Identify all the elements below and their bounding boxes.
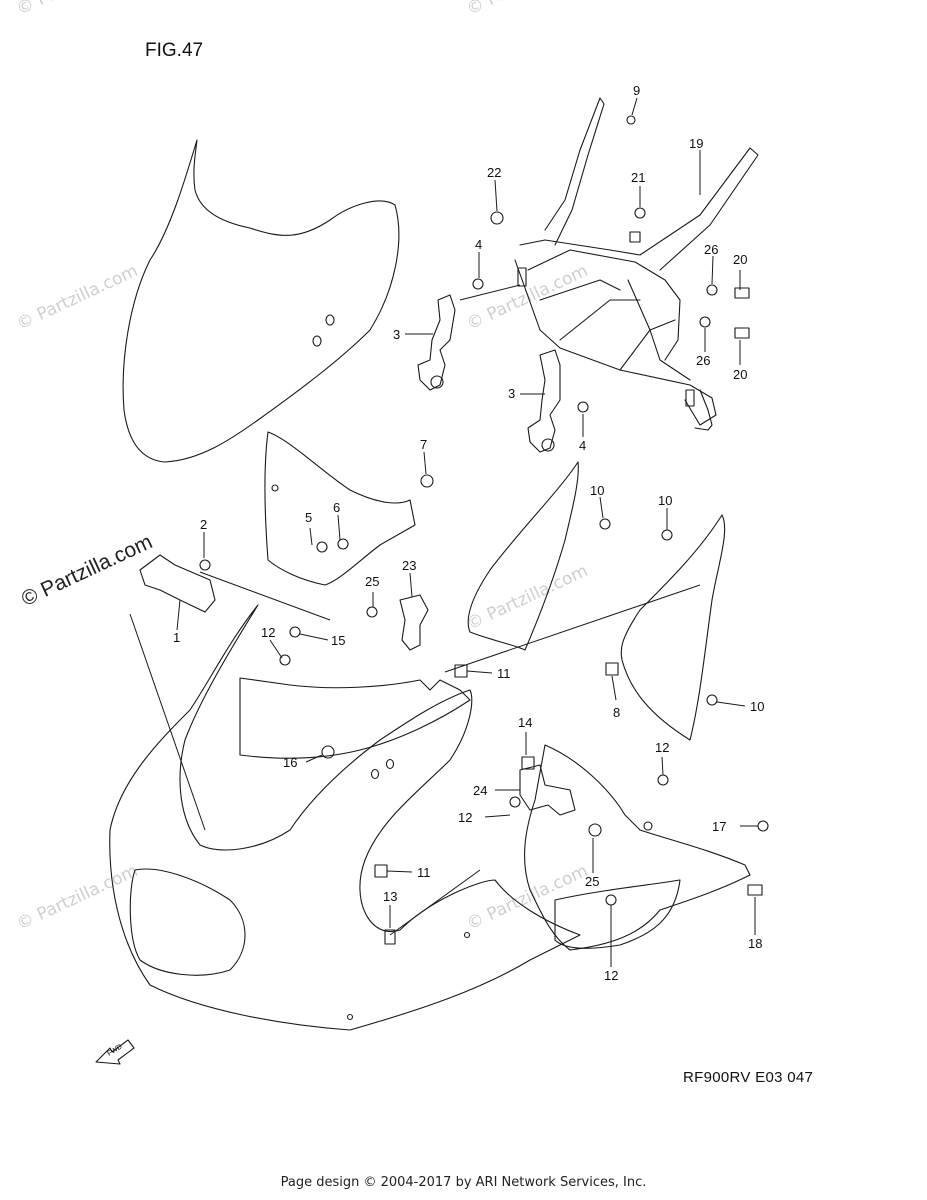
watermark-text: © Partzilla.com xyxy=(14,861,141,935)
callout-19[interactable]: 19 xyxy=(689,136,703,151)
callout-23[interactable]: 23 xyxy=(402,558,416,573)
callout-21[interactable]: 21 xyxy=(631,170,645,185)
callout-10[interactable]: 10 xyxy=(590,483,604,498)
callout-1[interactable]: 1 xyxy=(173,630,180,645)
figure-title: FIG.47 xyxy=(145,40,204,61)
callout-4[interactable]: 4 xyxy=(475,237,482,252)
watermark-text: © Partzilla.com xyxy=(464,261,591,335)
callout-17[interactable]: 17 xyxy=(712,819,726,834)
watermark-text: © Partzilla.com xyxy=(464,0,591,20)
callout-26[interactable]: 26 xyxy=(696,353,710,368)
front-cowling[interactable] xyxy=(109,604,581,1031)
callout-6[interactable]: 6 xyxy=(333,500,340,515)
callout-25[interactable]: 25 xyxy=(365,574,379,589)
callout-3[interactable]: 3 xyxy=(393,327,400,342)
watermark-text: © Partzilla.com xyxy=(464,861,591,935)
cowling-bracket-right[interactable] xyxy=(527,349,561,453)
watermark-text: © Partzilla.com xyxy=(14,261,141,335)
fasteners xyxy=(139,115,769,945)
callout-4[interactable]: 4 xyxy=(579,438,586,453)
callout-24[interactable]: 24 xyxy=(473,783,487,798)
callout-10[interactable]: 10 xyxy=(750,699,764,714)
callout-7[interactable]: 7 xyxy=(420,437,427,452)
page-footer: Page design © 2004-2017 by ARI Network S… xyxy=(280,1175,647,1190)
lower-bracket[interactable] xyxy=(519,764,576,816)
diagram-code: RF900RV E03 047 xyxy=(683,1069,814,1086)
mount-bracket[interactable] xyxy=(399,594,429,651)
watermark-layer: © Partzilla.com © Partzilla.com © Partzi… xyxy=(14,0,591,935)
lower-fairing[interactable] xyxy=(524,744,751,951)
callout-12[interactable]: 12 xyxy=(604,968,618,983)
callout-10[interactable]: 10 xyxy=(658,493,672,508)
leader-lines xyxy=(129,97,758,967)
cowling-bracket-left[interactable] xyxy=(417,294,456,391)
callout-18[interactable]: 18 xyxy=(748,936,762,951)
callout-25[interactable]: 25 xyxy=(585,874,599,889)
bracket-1 xyxy=(139,554,216,613)
callout-13[interactable]: 13 xyxy=(383,889,397,904)
callout-2[interactable]: 2 xyxy=(200,517,207,532)
callout-20[interactable]: 20 xyxy=(733,367,747,382)
callout-16[interactable]: 16 xyxy=(283,755,297,770)
callout-26[interactable]: 26 xyxy=(704,242,718,257)
callout-9[interactable]: 9 xyxy=(633,83,640,98)
inner-cover-left[interactable] xyxy=(264,431,416,586)
callouts: 1 2 3 3 4 4 5 6 7 8 9 10 10 10 11 11 12 … xyxy=(173,83,764,983)
callout-12[interactable]: 12 xyxy=(655,740,669,755)
callout-14[interactable]: 14 xyxy=(518,715,532,730)
cowling-brace[interactable] xyxy=(514,97,759,431)
callout-8[interactable]: 8 xyxy=(613,705,620,720)
windscreen[interactable] xyxy=(122,139,400,463)
cowling-upper-trim[interactable] xyxy=(239,677,471,759)
callout-15[interactable]: 15 xyxy=(331,633,345,648)
inner-panel-center[interactable] xyxy=(467,461,579,651)
callout-12[interactable]: 12 xyxy=(458,810,472,825)
callout-20[interactable]: 20 xyxy=(733,252,747,267)
watermark-text: © Partzilla.com xyxy=(14,0,141,20)
callout-3[interactable]: 3 xyxy=(508,386,515,401)
inner-panel-right[interactable] xyxy=(620,514,726,741)
callout-11[interactable]: 11 xyxy=(497,666,511,681)
callout-11[interactable]: 11 xyxy=(417,865,431,880)
fwd-arrow: FWD xyxy=(95,1039,135,1065)
watermark-text: © Partzilla.com xyxy=(464,561,591,635)
callout-5[interactable]: 5 xyxy=(305,510,312,525)
callout-22[interactable]: 22 xyxy=(487,165,501,180)
callout-12[interactable]: 12 xyxy=(261,625,275,640)
